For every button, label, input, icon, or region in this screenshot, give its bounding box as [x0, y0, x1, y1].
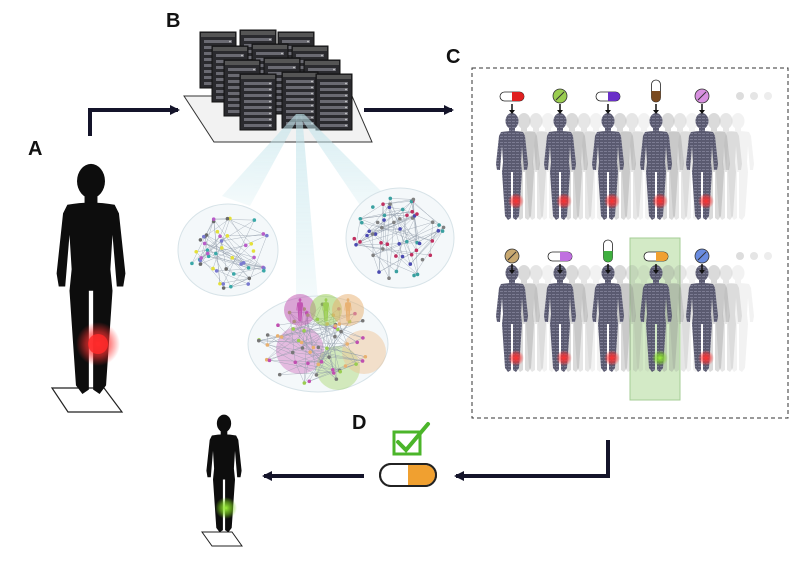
cohort-column: [544, 88, 612, 220]
server-cluster: [183, 29, 373, 143]
server-rack-icon: [315, 73, 353, 131]
cohort-column: [592, 239, 660, 372]
tablet-pill-icon: [552, 88, 568, 104]
inflamed-knee: [604, 193, 620, 209]
arrow-a-to-b: [88, 105, 180, 136]
arrow-c-to-d: [454, 440, 610, 481]
network-graph-icon: [177, 203, 279, 297]
cohort-column: [686, 88, 754, 220]
panel-label-b: B: [166, 10, 181, 32]
checkmark-box-icon: [392, 422, 430, 456]
server-rack-icon: [239, 73, 277, 131]
patient-healed: [201, 414, 243, 547]
analysis-beams: [222, 114, 390, 300]
inflamed-knee: [508, 350, 524, 366]
tablet-pill-icon: [694, 248, 710, 264]
panel-label-a: A: [28, 138, 43, 160]
inflamed-knee: [652, 193, 668, 209]
patient-cohort: [496, 79, 772, 372]
inflamed-knee: [604, 350, 620, 366]
capsule-icon: [651, 79, 661, 103]
inflamed-knee: [698, 193, 714, 209]
tablet-pill-icon: [504, 248, 520, 264]
panel-label-d: D: [352, 412, 367, 434]
floor-plate-a: [50, 387, 124, 413]
healed-knee: [215, 497, 237, 519]
capsule-icon: [603, 239, 613, 263]
inflamed-knee: [698, 350, 714, 366]
network-graph-icon: [247, 294, 389, 393]
cohort-column: [640, 251, 708, 372]
cohort-column: [686, 248, 754, 372]
cohort-column: [640, 79, 708, 220]
cohort-column: [496, 91, 564, 220]
capsule-icon: [547, 251, 573, 262]
cohort-column: [592, 91, 660, 220]
tablet-pill-icon: [694, 88, 710, 104]
capsule-icon: [379, 463, 437, 487]
healed-knee: [652, 350, 668, 366]
inflamed-knee: [508, 193, 524, 209]
inflamed-knee: [556, 350, 572, 366]
capsule-icon: [643, 251, 669, 262]
patient-a: [50, 163, 126, 413]
cohort-column: [544, 251, 612, 372]
capsule-icon: [595, 91, 621, 102]
inflamed-knee: [556, 193, 572, 209]
network-graph-icon: [345, 187, 455, 289]
panel-label-c: C: [446, 46, 461, 68]
capsule-icon: [499, 91, 525, 102]
cohort-column: [496, 248, 564, 372]
